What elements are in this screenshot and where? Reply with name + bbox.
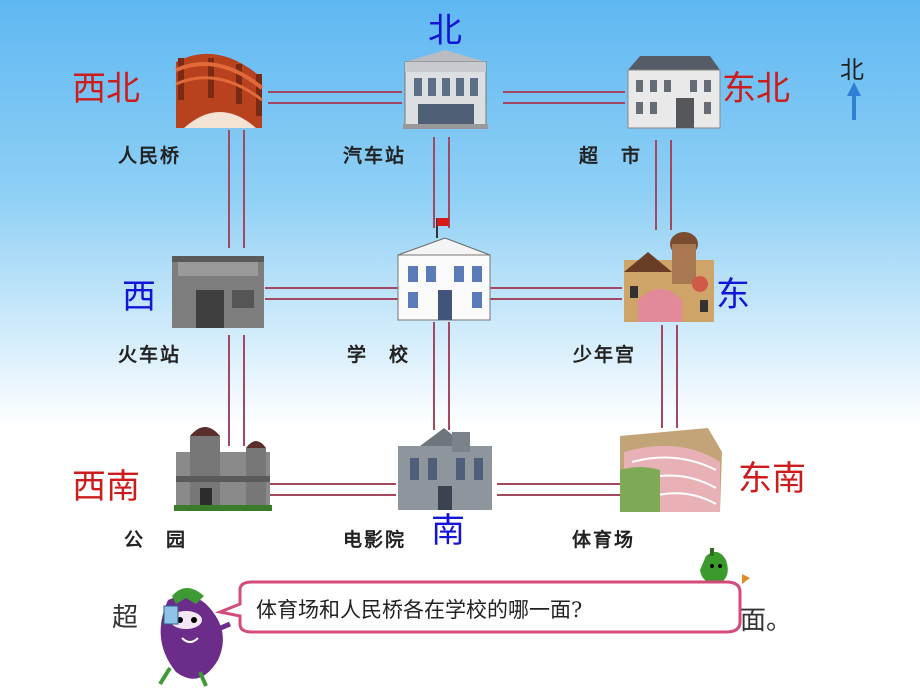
partial-text-left: 超 <box>112 603 139 633</box>
road-bridge-trainstation <box>228 130 245 248</box>
label-supermarket: 超 市 <box>579 145 643 167</box>
supermarket-icon <box>627 56 721 129</box>
label-bridge: 人民桥 <box>118 145 182 167</box>
question-text: 体育场和人民桥各在学校的哪一面? <box>256 598 583 622</box>
direction-west: 西 <box>122 277 156 317</box>
road-bridge-busstation <box>268 91 402 104</box>
direction-southeast: 东南 <box>738 459 806 499</box>
road-trainstation-park <box>228 335 245 446</box>
partial-text-right: 面。 <box>740 606 793 636</box>
cinema-icon <box>398 428 492 510</box>
pepper-character-icon <box>700 548 750 584</box>
direction-south: 南 <box>431 511 465 551</box>
eggplant-character-icon <box>158 588 231 687</box>
stadium-icon <box>620 428 722 512</box>
road-school-youthpalace <box>490 287 622 300</box>
label-cinema: 电影院 <box>343 529 407 551</box>
road-cinema-stadium <box>497 483 620 496</box>
road-busstation-school <box>433 137 450 228</box>
park-castle-icon <box>174 427 272 511</box>
label-school: 学 校 <box>347 344 411 366</box>
speech-bubble <box>214 580 742 634</box>
label-park: 公 园 <box>124 529 188 551</box>
road-trainstation-school <box>265 287 398 300</box>
bridge-icon <box>175 53 264 128</box>
train-station-icon <box>172 256 264 328</box>
road-supermarket-youthpalace <box>655 140 672 230</box>
road-youthpalace-stadium <box>661 325 678 428</box>
compass-north-label: 北 <box>840 56 864 84</box>
label-youth-palace: 少年宫 <box>573 344 637 366</box>
youth-palace-icon <box>624 232 714 322</box>
label-bus-station: 汽车站 <box>343 145 407 167</box>
label-train-station: 火车站 <box>118 344 182 366</box>
bus-station-icon <box>403 50 488 129</box>
direction-southwest: 西南 <box>72 467 140 507</box>
direction-north: 北 <box>428 11 462 51</box>
road-busstation-supermarket <box>503 91 625 104</box>
direction-northwest: 西北 <box>72 69 140 109</box>
direction-northeast: 东北 <box>722 69 790 109</box>
school-icon <box>397 218 491 321</box>
road-school-cinema <box>433 322 450 430</box>
direction-east: 东 <box>716 275 750 315</box>
label-stadium: 体育场 <box>572 529 636 551</box>
road-park-cinema <box>270 483 396 496</box>
